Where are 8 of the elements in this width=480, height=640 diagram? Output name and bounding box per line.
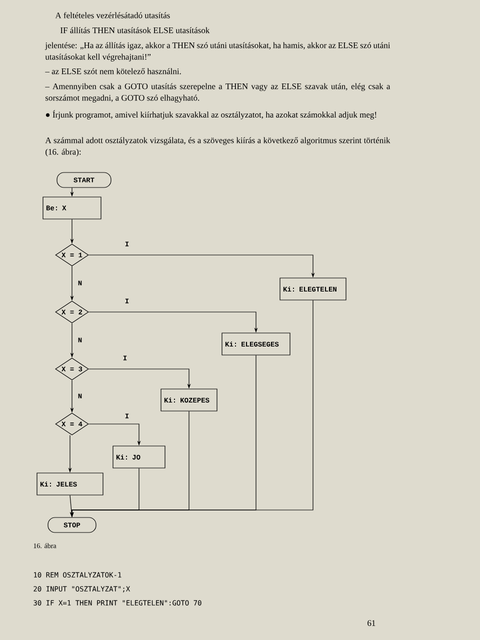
text-line: A feltételes vezérlésátadó utasítás	[55, 12, 170, 18]
text-line: – az ELSE szót nem kötelező használni.	[45, 68, 181, 74]
text-line: IF állítás THEN utasítások ELSE utasítások	[60, 27, 210, 34]
paragraph: ● Írjunk programot, amivel kiírhatjuk szavakkal az osztályzatot, ha azokat számokkal adjuk meg!	[46, 110, 376, 120]
page-number: 61	[368, 620, 376, 626]
paragraph: A számmal adott osztályzatok vizsgálata, és a szöveges kiírás a következő algoritmus szerint történik (16. ábra):	[45, 137, 390, 156]
paragraph: – Amennyiben csak a GOTO utasítás szerepelne a THEN vagy az ELSE szavak után, elég csak a sorszámot megadni, a GOTO szó elhagyható.	[45, 83, 390, 102]
paragraph: jelentése: „Ha az állítás igaz, akkor a THEN szó utáni utasításokat, ha hamis, akkor az ELSE szó utáni utasításokat kell végrehajtani!”	[44, 42, 390, 62]
